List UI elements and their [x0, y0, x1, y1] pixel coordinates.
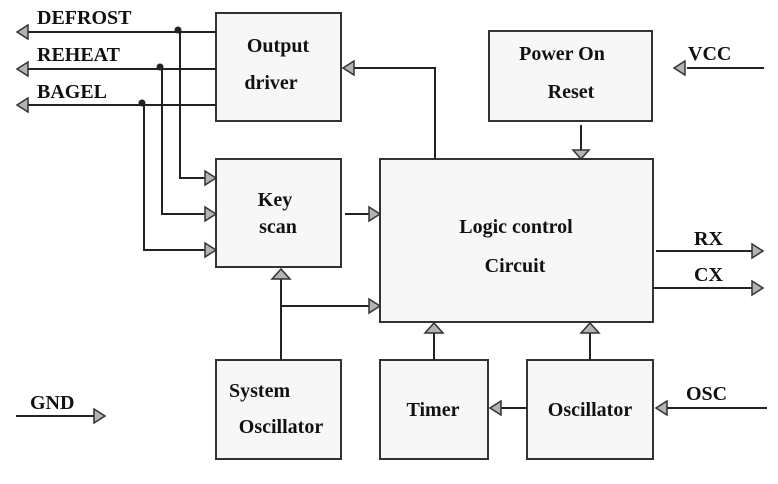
- logic-clock-arrow-icon: [368, 297, 382, 315]
- bagel-keyscan-feed: [138, 99, 218, 259]
- keyscan-to-logic-wire: [345, 205, 382, 223]
- vcc-arrow-icon: [672, 59, 686, 77]
- power-on-reset-label-2: Reset: [548, 81, 595, 103]
- defrost-keyscan-feed: [174, 26, 218, 187]
- gnd-pin-label: GND: [30, 392, 74, 414]
- rx-arrow-icon: [751, 242, 765, 260]
- keyscan-input-arrow-icon: [204, 169, 218, 187]
- defrost-wire: [15, 23, 216, 41]
- bagel-pin-label: BAGEL: [37, 81, 107, 103]
- gnd-arrow-icon: [93, 407, 107, 425]
- key-scan-label-2: scan: [259, 216, 297, 238]
- reheat-keyscan-feed: [156, 63, 218, 223]
- osc-pin-label: OSC: [686, 383, 727, 405]
- defrost-arrow-icon: [15, 23, 29, 41]
- timer-output-arrow-icon: [423, 321, 445, 334]
- timer-label: Timer: [407, 399, 460, 421]
- keyscan-clock-arrow-icon: [270, 267, 292, 280]
- key-scan-label-1: Key: [258, 189, 292, 211]
- logic-control-label-2: Circuit: [485, 255, 546, 277]
- oscillator-to-timer-wire: [488, 399, 527, 417]
- system-oscillator-label-1: System: [229, 380, 290, 402]
- rx-pin-label: RX: [694, 228, 723, 250]
- logic-to-output-driver-wire: [341, 59, 436, 159]
- logic-input-arrow-icon: [368, 205, 382, 223]
- oscillator-to-logic-wire: [579, 321, 601, 360]
- vcc-wire: [672, 59, 764, 77]
- reset-to-logic-wire: [571, 125, 591, 161]
- oscillator-output-arrow-icon: [579, 321, 601, 334]
- sysosc-wire: [270, 267, 382, 360]
- oscillator-label: Oscillator: [548, 399, 633, 421]
- keyscan-input-arrow-icon: [204, 205, 218, 223]
- keyscan-input-arrow-icon: [204, 241, 218, 259]
- system-oscillator-block: [215, 359, 342, 460]
- defrost-pin-label: DEFROST: [37, 7, 132, 29]
- output-driver-block: [215, 12, 342, 122]
- rx-wire: [656, 242, 765, 260]
- cx-pin-label: CX: [694, 264, 723, 286]
- osc-arrow-icon: [654, 399, 668, 417]
- bagel-wire: [15, 96, 216, 114]
- reset-arrow-icon: [571, 149, 591, 161]
- cx-wire: [653, 279, 765, 297]
- power-on-reset-block: [488, 30, 653, 122]
- output-driver-label-2: driver: [244, 72, 297, 94]
- power-on-reset-label-1: Power On: [519, 43, 605, 65]
- bagel-arrow-icon: [15, 96, 29, 114]
- output-driver-input-arrow-icon: [341, 59, 355, 77]
- logic-control-block: [379, 158, 654, 323]
- cx-arrow-icon: [751, 279, 765, 297]
- key-scan-block: [215, 158, 342, 268]
- vcc-pin-label: VCC: [688, 43, 731, 65]
- logic-control-label-1: Logic control: [459, 216, 573, 238]
- reheat-arrow-icon: [15, 60, 29, 78]
- osc-wire: [654, 399, 767, 417]
- output-driver-label-1: Output: [247, 35, 310, 57]
- system-oscillator-label-2: Oscillator: [239, 416, 324, 438]
- gnd-wire: [16, 407, 107, 425]
- timer-input-arrow-icon: [488, 399, 502, 417]
- reheat-wire: [15, 60, 216, 78]
- timer-to-logic-wire: [423, 321, 445, 360]
- reheat-pin-label: REHEAT: [37, 44, 121, 66]
- timer-block: [379, 359, 489, 460]
